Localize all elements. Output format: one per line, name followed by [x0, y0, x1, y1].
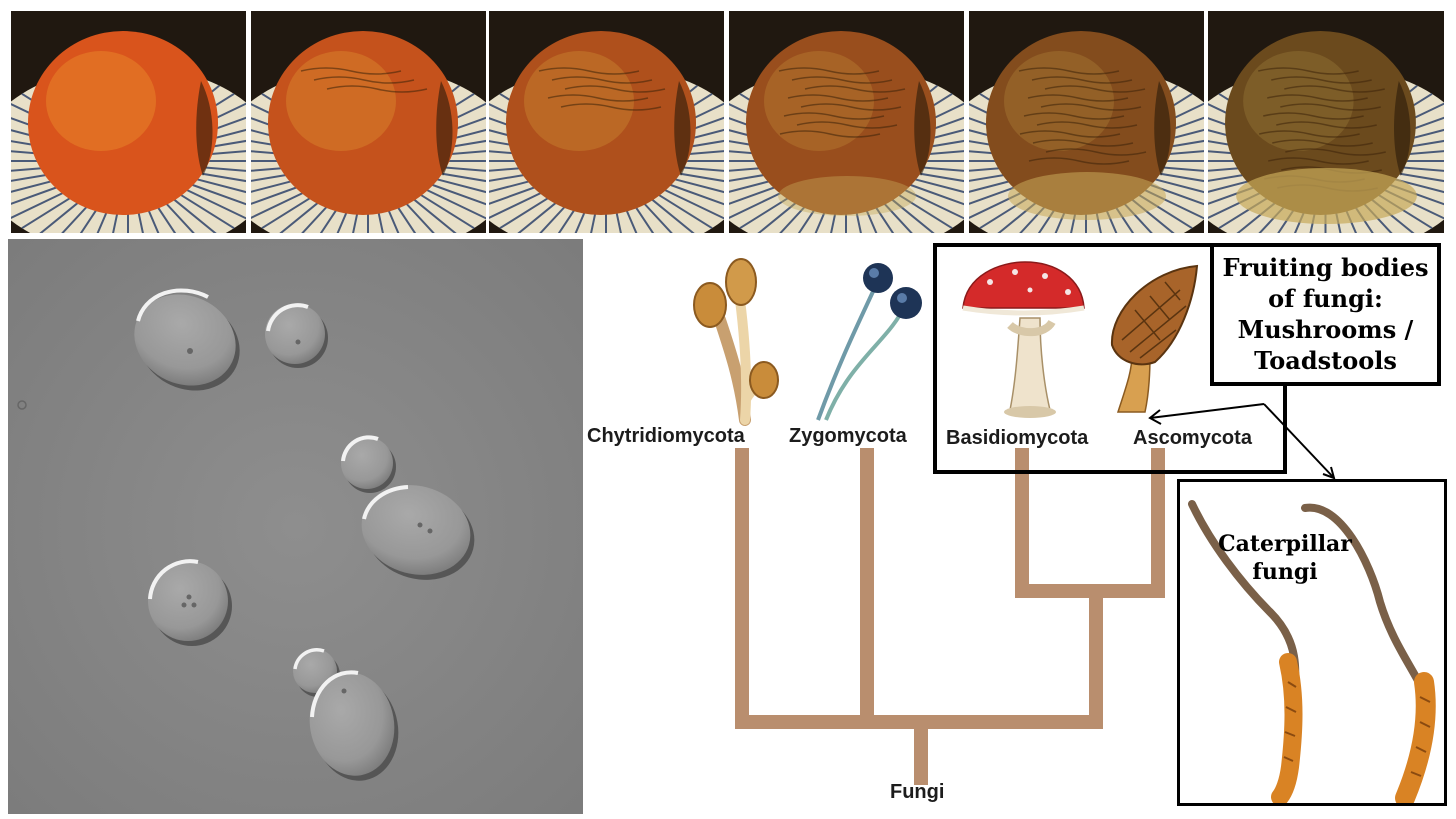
taxon-label-basidiomycota: Basidiomycota	[946, 427, 1089, 449]
caption-line: Mushrooms /	[1237, 315, 1414, 344]
taxon-label-zygomycota: Zygomycota	[789, 425, 907, 447]
peach-frame-5	[969, 11, 1204, 233]
peach-frame-4	[729, 11, 964, 233]
peach-frame-1	[11, 11, 246, 233]
caption-line: Toadstools	[1254, 346, 1397, 375]
peach-frame-2	[251, 11, 486, 233]
caption-line: of fungi:	[1268, 284, 1383, 313]
yeast-cell	[134, 288, 240, 391]
taxon-label-ascomycota: Ascomycota	[1133, 427, 1252, 449]
caption-line: Fruiting bodies	[1222, 253, 1429, 282]
fruiting-bodies-callout-box: Fruiting bodies of fungi: Mushrooms / To…	[1210, 243, 1441, 386]
root-label-fungi: Fungi	[890, 781, 945, 803]
caption-line: Caterpillar	[1218, 531, 1352, 557]
caption-line: fungi	[1252, 559, 1318, 585]
caterpillar-fungi-caption: Caterpillar fungi	[1210, 530, 1360, 586]
peach-frame-image	[251, 11, 486, 233]
yeast-micrograph	[8, 239, 583, 814]
peach-frame-3	[489, 11, 724, 233]
yeast-cell	[265, 303, 328, 368]
peach-frame-image	[1208, 11, 1444, 233]
chytrid-illustration	[693, 258, 779, 426]
mushroom-illustration	[962, 261, 1085, 418]
cordyceps-illustration	[1188, 500, 1436, 803]
yeast-cell-budding	[341, 435, 475, 580]
peach-frame-image	[11, 11, 246, 233]
peach-frame-6	[1208, 11, 1444, 233]
cladogram-branches	[735, 448, 1165, 785]
fruiting-bodies-caption: Fruiting bodies of fungi: Mushrooms / To…	[1214, 252, 1437, 376]
callout-arrows	[1148, 403, 1336, 480]
peach-frame-image	[489, 11, 724, 233]
taxon-label-chytridiomycota: Chytridiomycota	[587, 425, 745, 447]
yeast-cell	[148, 559, 232, 646]
zygomycota-illustration	[816, 263, 922, 421]
peach-frame-image	[729, 11, 964, 233]
morel-illustration	[1110, 264, 1199, 413]
caterpillar-fungi-panel: Caterpillar fungi	[1177, 479, 1447, 806]
peach-frame-image	[969, 11, 1204, 233]
yeast-cell-budding	[293, 648, 399, 781]
